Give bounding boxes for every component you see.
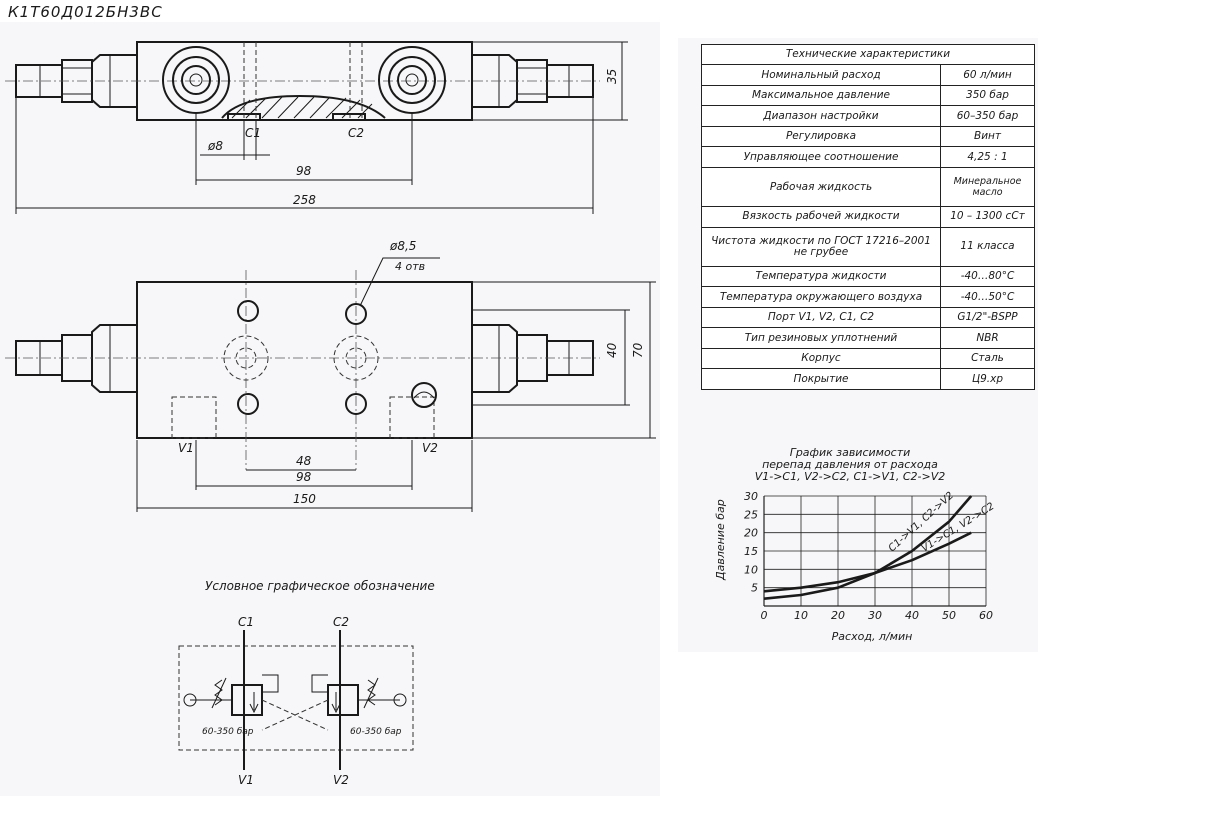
- spec-param: Управляющее соотношение: [701, 146, 941, 168]
- spec-param: Порт V1, V2, C1, C2: [701, 306, 941, 329]
- series-line-2: [763, 531, 972, 593]
- spec-header: Технические характеристики: [701, 43, 1035, 66]
- spec-param: Тип резиновых уплотнений: [701, 327, 941, 349]
- spec-param: Покрытие: [701, 368, 941, 390]
- drawing-svg: C1 C2 ø8 98 258 35: [5, 41, 656, 787]
- hole-count-label: 4 отв: [395, 260, 425, 273]
- spec-param: Рабочая жидкость: [701, 166, 941, 208]
- pressure-flow-graph: График зависимости перепад давления от р…: [714, 446, 996, 643]
- spec-param: Температура жидкости: [701, 265, 941, 288]
- port-c2-label: C2: [348, 126, 364, 140]
- y-tick-label: 15: [744, 545, 758, 558]
- spec-row: Чистота жидкости по ГОСТ 17216–2001 не г…: [701, 226, 1035, 267]
- schematic-c1: C1: [238, 615, 254, 629]
- spec-param: Корпус: [701, 347, 941, 370]
- spec-param: Максимальное давление: [701, 84, 941, 107]
- graph-ylabel: Давление бар: [714, 499, 727, 581]
- spec-param: Вязкость рабочей жидкости: [701, 206, 941, 228]
- spec-value: 60–350 бар: [940, 105, 1035, 127]
- x-tick-label: 60: [979, 609, 993, 622]
- graph-xlabel: Расход, л/мин: [832, 630, 913, 643]
- ports-spacing-dim: 98: [296, 164, 312, 178]
- spec-param: Температура окружающего воздуха: [701, 286, 941, 308]
- height-dim: 35: [605, 69, 619, 84]
- spec-param: Номинальный расход: [701, 64, 941, 86]
- hole-dia-label: ø8,5: [389, 239, 416, 253]
- y-tick-label: 5: [751, 582, 758, 595]
- x-tick-label: 20: [831, 609, 845, 622]
- spec-row: Температура окружающего воздуха-40…50°C: [701, 286, 1035, 308]
- graph-title-1: График зависимости: [790, 446, 911, 459]
- schematic-range-left: 60-350 бар: [202, 727, 254, 737]
- spec-value: Ц9.хр: [940, 368, 1035, 390]
- port-v2-label: V2: [422, 441, 438, 455]
- schematic-caption: Условное графическое обозначение: [205, 579, 435, 593]
- dim-40: 40: [605, 342, 619, 358]
- spec-value: 11 класса: [940, 226, 1035, 267]
- spec-param: Диапазон настройки: [701, 105, 941, 127]
- top-view: C1 C2 ø8 98 258 35: [5, 41, 628, 214]
- drawing-sheet: C1 C2 ø8 98 258 35: [0, 22, 660, 796]
- bore-dim-label: ø8: [207, 139, 223, 153]
- x-tick-label: 0: [761, 609, 768, 622]
- schematic-range-right: 60-350 бар: [350, 727, 402, 737]
- front-view: ø8,5 4 отв V1 V2 48 98 150 40 70: [5, 239, 656, 512]
- schematic-v2: V2: [333, 773, 349, 787]
- x-tick-label: 40: [905, 609, 919, 622]
- x-tick-label: 10: [794, 609, 808, 622]
- port-c1-label: C1: [245, 126, 261, 140]
- spec-value: Минеральное масло: [940, 166, 1035, 208]
- schematic-v1: V1: [238, 773, 254, 787]
- x-tick-label: 30: [868, 609, 882, 622]
- spec-table: Технические характеристики Номинальный р…: [701, 43, 1035, 390]
- graph-title-2: перепад давления от расхода: [762, 458, 938, 471]
- port-v1-label: V1: [178, 441, 194, 455]
- spec-value: NBR: [940, 327, 1035, 349]
- dim-48: 48: [296, 454, 312, 468]
- x-tick-label: 50: [942, 609, 956, 622]
- y-tick-label: 25: [744, 508, 758, 521]
- spec-value: -40…50°C: [940, 286, 1035, 308]
- spec-param: Регулировка: [701, 125, 941, 148]
- spec-value: 350 бар: [940, 84, 1035, 107]
- y-tick-label: 10: [744, 563, 758, 576]
- drawing-title: К1Т60Д012БН3ВС: [8, 3, 163, 21]
- spec-value: G1/2"-BSPP: [940, 306, 1035, 329]
- spec-param: Чистота жидкости по ГОСТ 17216–2001 не г…: [701, 226, 941, 267]
- graph-title-3: V1->C1, V2->C2, C1->V1, C2->V2: [755, 470, 946, 483]
- schematic-c2: C2: [333, 615, 349, 629]
- y-tick-label: 30: [744, 490, 758, 503]
- spec-value: 10 – 1300 сСт: [940, 206, 1035, 228]
- dim-98: 98: [296, 470, 312, 484]
- spec-value: -40…80°C: [940, 265, 1035, 288]
- spec-value: Сталь: [940, 347, 1035, 370]
- overall-length-dim: 258: [293, 193, 316, 207]
- dim-70: 70: [631, 342, 645, 358]
- dim-150: 150: [293, 492, 316, 506]
- spec-row: Температура жидкости-40…80°C: [701, 265, 1035, 288]
- spec-value: 4,25 : 1: [940, 146, 1035, 168]
- spec-value: Винт: [940, 125, 1035, 148]
- spec-value: 60 л/мин: [940, 64, 1035, 86]
- y-tick-label: 20: [744, 527, 758, 540]
- hydraulic-schematic: Условное графическое обозначение C1 C2 V…: [178, 579, 435, 787]
